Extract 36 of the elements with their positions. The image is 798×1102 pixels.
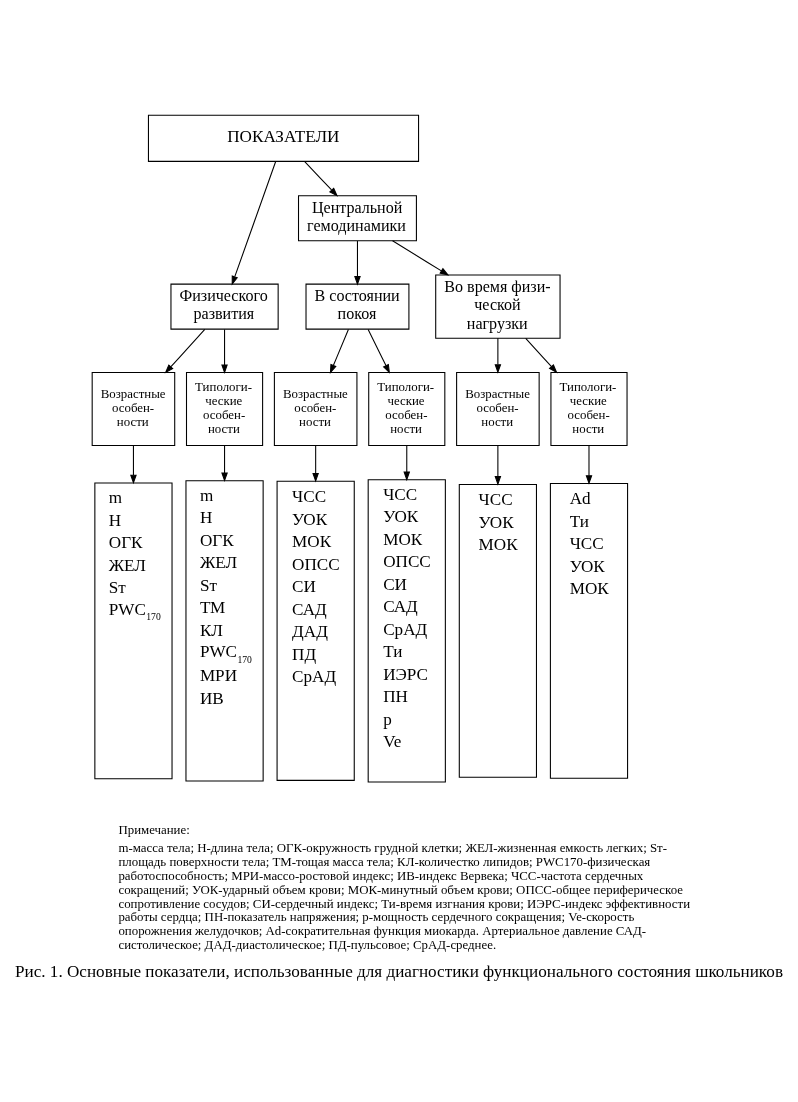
node-box: ПОКАЗАТЕЛИ <box>147 114 420 162</box>
arrow <box>221 445 228 483</box>
arrow <box>367 328 391 374</box>
node-box: ЧСС УОК МОК ОПСС СИ САД СрАД Ти ИЭРС ПН р Ve <box>367 479 446 783</box>
arrow <box>525 337 558 374</box>
arrow <box>303 160 339 197</box>
arrow <box>231 160 277 286</box>
node-box: Возрастные особен- ности <box>456 372 540 446</box>
node-box: Типологи- ческие особен- ности <box>550 372 628 446</box>
node-box: Возрастные особен- ности <box>273 372 358 446</box>
arrow <box>130 445 137 485</box>
arrow <box>585 445 593 485</box>
arrow <box>221 328 228 375</box>
arrow <box>354 240 361 286</box>
node-box: Центральной гемодинамики <box>297 195 417 242</box>
node-box: m H ОГК ЖЕЛ Sт PWC$_{170}$ <box>94 482 173 780</box>
node-box: Типологи- ческие особен- ности <box>368 372 446 446</box>
node-box: Возрастные особен- ности <box>91 372 176 446</box>
label: m-масса тела; H-длина тела; ОГК-окружность грудной клетки; ЖЕЛ-жизненная емкость легких; Sт-площадь поверхности тела; ТМ-тощая масса тела; КЛ-количестко липидов; PWC170-физическая работоспособность; МРИ-массо-ростовой индекс; ИВ-индекс Вервека; ЧСС-частота сердечных сокращений; УОК-ударный объем крови; МОК-минутный объем крови; ОПСС-общее периферическое сопротивление сосудов; СИ-сердечный индекс; Ти-время изгнания крови; ИЭРС-индекс эффективности работы сердца; ПН-показатель напряжения; р-мощность сердечного сокращения; Ve-скорость опорожнения желудочков; Ad-сократительная функция миокарда. Артериальное давление САД-систолическое; ДАД-диастолическое; ПД-пульсовое; СрАД-среднее. <box>118 840 691 953</box>
node-box: Физического развития <box>170 283 279 330</box>
node-box: Ad Ти ЧСС УОК МОК <box>549 482 629 779</box>
node-box: ЧСС УОК МОК <box>458 484 537 778</box>
node-box: Типологи- ческие особен- ности <box>185 372 264 446</box>
arrow <box>494 337 502 374</box>
label: Примечание: <box>118 822 190 837</box>
arrow <box>312 445 320 483</box>
arrow <box>164 328 206 374</box>
arrow <box>392 240 450 276</box>
node-box: В состоянии покоя <box>305 283 410 330</box>
arrow <box>494 445 502 486</box>
arrow <box>403 445 411 482</box>
arrow <box>329 328 349 374</box>
node-box: Во время физи- ческой нагрузки <box>435 274 561 339</box>
node-box: m H ОГК ЖЕЛ Sт ТМ КЛ PWC$_{170}$ МРИ ИВ <box>185 480 264 782</box>
node-box: ЧСС УОК МОК ОПСС СИ САД ДАД ПД СрАД <box>276 480 355 781</box>
caption: Рис. 1. Основные показатели, использованные для диагностики функционального состояния школьников <box>15 961 783 981</box>
